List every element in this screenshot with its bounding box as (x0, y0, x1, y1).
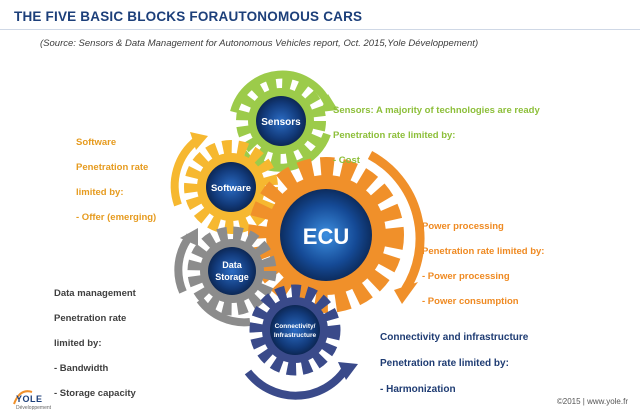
connectivity-cycle-arrow (244, 367, 349, 400)
connectivity-annotation-line1: Connectivity and infrastructure (380, 332, 529, 343)
software-annotation-line3: limited by: (76, 186, 124, 198)
sensors-annotation-line3: - Cost (333, 154, 360, 166)
data-cycle-arrow-2 (196, 297, 251, 327)
connectivity-gear-label-2: Infrastructure (274, 332, 317, 339)
sensors-gear: Sensors (236, 76, 326, 166)
connectivity-annotation: Connectivity and infrastructure Penetrat… (380, 318, 528, 409)
source-note: (Source: Sensors & Data Management for A… (40, 38, 479, 49)
sensors-gear-label: Sensors (261, 117, 301, 128)
software-gear-label: Software (211, 183, 251, 194)
data-annotation-line1: Data management (54, 287, 136, 299)
software-annotation-line4: - Offer (emerging) (76, 211, 157, 223)
data-annotation-line2: Penetration rate (54, 312, 127, 324)
power-annotation-line3: - Power processing (422, 270, 510, 282)
power-annotation: Power processing Penetration rate limite… (422, 208, 544, 321)
connectivity-annotation-line2: Penetration rate limited by: (380, 358, 509, 369)
data-storage-gear: Data Storage (187, 226, 277, 316)
yole-logo: YOLE (16, 394, 43, 404)
data-annotation-line4: - Bandwidth (54, 362, 109, 374)
software-annotation-line2: Penetration rate (76, 161, 149, 173)
software-annotation-line1: Software (76, 136, 117, 148)
sensors-annotation: Sensors: A majority of technologies are … (333, 92, 540, 180)
page-title: THE FIVE BASIC BLOCKS FORAUTONOMOUS CARS (14, 9, 363, 24)
software-cycle-arrow (170, 136, 200, 207)
ecu-gear-label: ECU (303, 224, 349, 249)
connectivity-arrow-head (338, 362, 358, 380)
connectivity-gear-label-1: Connectivity/ (275, 323, 316, 330)
yole-logo-mark (13, 390, 33, 405)
data-annotation: Data management Penetration rate limited… (54, 275, 136, 413)
ecu-gear: ECU (248, 157, 404, 313)
data-arrow-head (180, 228, 198, 246)
data-annotation-line3: limited by: (54, 337, 102, 349)
copyright: ©2015 | www.yole.fr (556, 397, 628, 406)
connectivity-gear: Connectivity/ Infrastructure (249, 284, 341, 376)
ecu-cycle-arrow (367, 151, 425, 293)
power-annotation-line1: Power processing (422, 220, 504, 232)
sensors-annotation-line2: Penetration rate limited by: (333, 129, 456, 141)
power-annotation-line4: - Power consumption (422, 295, 519, 307)
data-annotation-line5: - Storage capacity (54, 387, 136, 399)
software-arrow-head (190, 132, 208, 150)
title-divider (0, 29, 640, 30)
data-gear-label-1: Data (222, 260, 243, 270)
connectivity-annotation-line3: - Harmonization (380, 384, 456, 395)
software-annotation: Software Penetration rate limited by: - … (76, 124, 156, 237)
power-annotation-line2: Penetration rate limited by: (422, 245, 545, 257)
ecu-arrow-head (394, 282, 418, 304)
yole-logo-sub: Développement (16, 405, 52, 411)
data-gear-label-2: Storage (215, 272, 249, 282)
sensors-annotation-line1: Sensors: A majority of technologies are … (333, 104, 540, 116)
